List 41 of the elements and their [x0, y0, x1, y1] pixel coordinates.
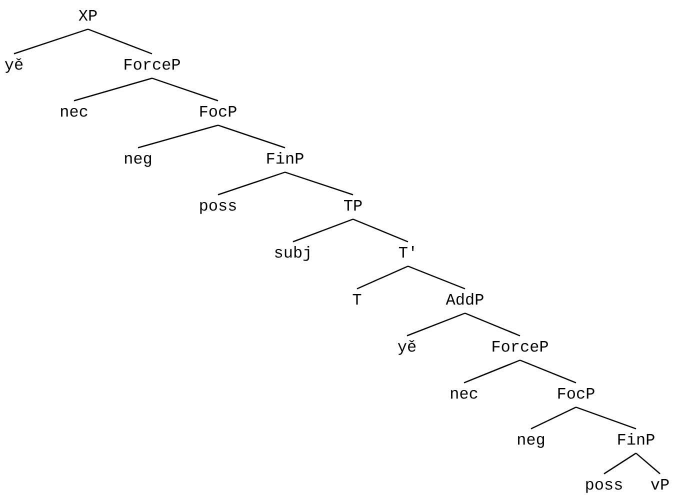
- tree-label: subj: [275, 246, 310, 261]
- tree-label: nec: [451, 390, 478, 399]
- tree-label: FinP: [267, 152, 304, 164]
- tree-label: TP: [344, 200, 362, 211]
- branch-line: [520, 360, 576, 384]
- tree-label: AddP: [446, 293, 484, 305]
- branch-line: [292, 218, 354, 242]
- branch-line: [464, 360, 520, 384]
- branch-line: [356, 266, 408, 290]
- branch-line: [284, 172, 354, 196]
- branch-line: [604, 452, 636, 474]
- branch-line: [74, 78, 152, 102]
- tree-label: poss: [200, 202, 236, 214]
- tree-label: yě: [4, 58, 23, 73]
- tree-label: vP: [650, 479, 669, 490]
- tree-label: yě: [398, 340, 416, 355]
- branch-line: [218, 124, 286, 148]
- tree-label: neg: [518, 436, 544, 448]
- branch-line: [152, 78, 218, 102]
- branch-line: [406, 312, 466, 336]
- tree-label: poss: [586, 480, 622, 493]
- branch-line: [88, 28, 152, 54]
- tree-label: T: [352, 294, 362, 305]
- tree-label: FocP: [558, 388, 594, 399]
- branch-line: [576, 406, 636, 430]
- branch-line: [218, 172, 286, 196]
- branch-line: [464, 312, 520, 336]
- branch-line: [530, 406, 576, 430]
- branch-line: [14, 28, 88, 54]
- tree-label: FocP: [200, 106, 236, 117]
- branch-line: [408, 266, 466, 290]
- tree-label: XP: [78, 10, 97, 21]
- tree-label: nec: [61, 108, 88, 117]
- tree-label: T': [399, 246, 414, 258]
- branch-line: [138, 124, 218, 148]
- tree-label: neg: [125, 154, 152, 167]
- tree-label: FinP: [618, 433, 654, 445]
- tree-label: ForceP: [492, 341, 548, 352]
- branch-line: [352, 218, 408, 242]
- tree-label: ForceP: [124, 59, 180, 70]
- branch-line: [636, 452, 660, 474]
